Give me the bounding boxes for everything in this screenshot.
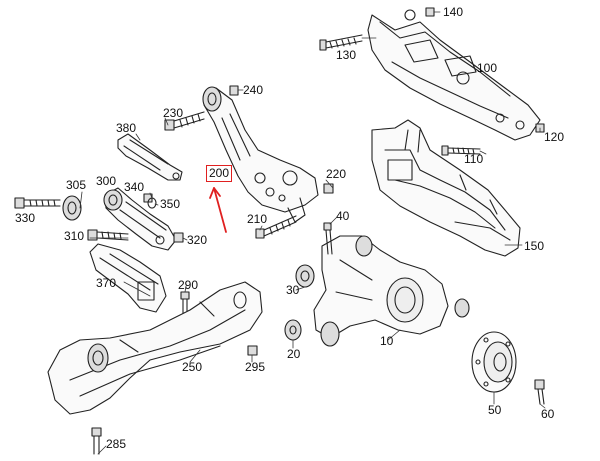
part-50-hub — [471, 331, 517, 393]
label-part-290: 290 — [178, 278, 199, 292]
bolt-330 — [14, 197, 61, 209]
part-10-knuckle — [313, 235, 449, 347]
label-part-130: 130 — [336, 48, 357, 62]
label-part-310: 310 — [64, 229, 85, 243]
part-100-crossmember — [367, 9, 541, 141]
label-part-40: 40 — [336, 209, 350, 223]
label-part-150: 150 — [524, 239, 545, 253]
label-part-220: 220 — [326, 167, 347, 181]
bolt-310 — [87, 229, 129, 241]
part-380-strut — [117, 133, 183, 181]
highlighted-part-label-200: 200 — [206, 165, 233, 182]
label-part-350: 350 — [160, 197, 181, 211]
label-part-210: 210 — [247, 212, 268, 226]
leader-lines — [79, 11, 546, 455]
label-part-285: 285 — [106, 437, 127, 451]
label-part-30: 30 — [286, 283, 300, 297]
nut-240 — [229, 85, 239, 96]
part-150-subframe — [371, 119, 521, 257]
label-part-20: 20 — [287, 347, 301, 361]
label-part-10: 10 — [380, 334, 394, 348]
label-part-305: 305 — [66, 178, 87, 192]
label-part-300: 300 — [96, 174, 117, 188]
bolt-230 — [164, 111, 205, 131]
bushing-small — [454, 298, 470, 318]
bushing-20 — [284, 319, 302, 341]
label-part-60: 60 — [541, 407, 555, 421]
label-part-320: 320 — [187, 233, 208, 247]
nut-295 — [247, 345, 258, 356]
label-part-240: 240 — [243, 83, 264, 97]
label-part-230: 230 — [163, 106, 184, 120]
highlight-arrow — [209, 187, 227, 233]
part-300-lower-arm — [103, 187, 177, 251]
nut-220 — [323, 183, 334, 194]
label-part-100: 100 — [477, 61, 498, 75]
bolt-60 — [534, 379, 545, 405]
bolt-210 — [255, 215, 297, 239]
label-part-250: 250 — [182, 360, 203, 374]
part-200-control-arm — [202, 86, 319, 223]
label-part-110: 110 — [464, 152, 484, 166]
part-250-crossmember — [47, 281, 263, 415]
bolt-130 — [319, 34, 363, 51]
label-part-370: 370 — [96, 276, 117, 290]
label-part-380: 380 — [116, 121, 137, 135]
label-part-120: 120 — [544, 130, 565, 144]
part-370-bracket — [89, 243, 167, 313]
bolt-110 — [441, 145, 481, 156]
bolt-285 — [91, 427, 102, 455]
label-part-330: 330 — [15, 211, 36, 225]
label-part-340: 340 — [124, 180, 145, 194]
bushing-305 — [62, 195, 82, 221]
label-part-140: 140 — [443, 5, 464, 19]
nut-140 — [425, 7, 435, 17]
nut-320 — [173, 232, 184, 243]
label-part-50: 50 — [488, 403, 502, 417]
label-part-295: 295 — [245, 360, 266, 374]
bolt-40 — [323, 222, 333, 255]
